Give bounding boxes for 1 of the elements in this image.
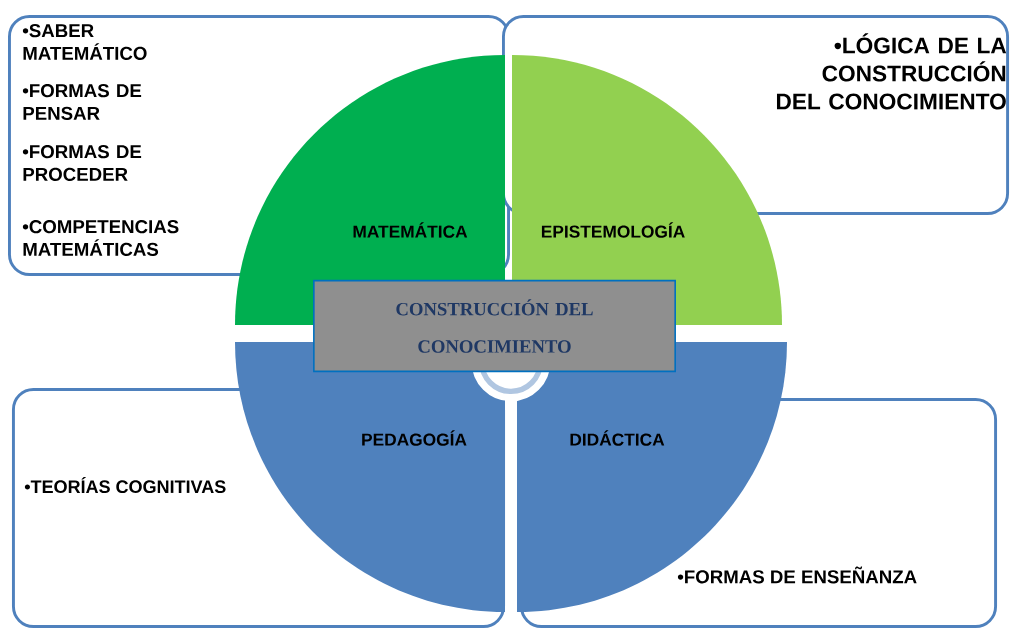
center-box: CONSTRUCCIÓN DEL CONOCIMIENTO — [313, 279, 676, 373]
